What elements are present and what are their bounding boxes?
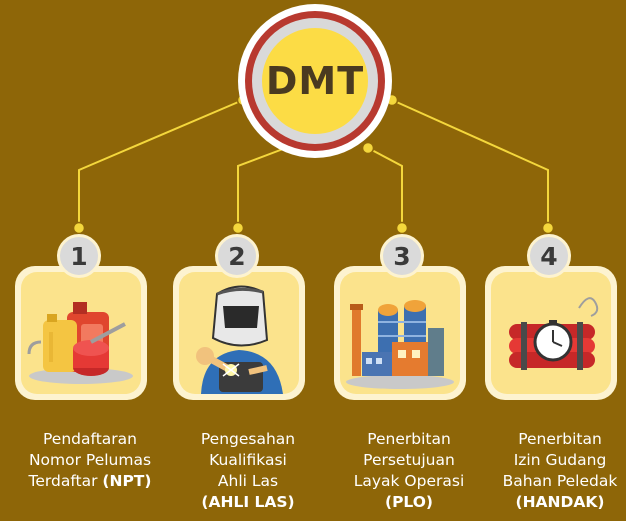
step-1-line-1: Pendaftaran (43, 430, 137, 448)
hub-core: DMT (262, 28, 368, 134)
step-1-badge: 1 (57, 234, 101, 278)
step-2-line-3: Ahli Las (217, 472, 279, 490)
step-3-line-1: Penerbitan (367, 430, 451, 448)
step-2-badge: 2 (215, 234, 259, 278)
step-2-acronym: (AHLI LAS) (201, 493, 295, 511)
step-4-line-1: Penerbitan (518, 430, 602, 448)
step-4-acronym: (HANDAK) (515, 493, 605, 511)
step-4-card (485, 266, 617, 400)
connector-dot (72, 221, 86, 235)
step-4-label: Penerbitan Izin Gudang Bahan Peledak (HA… (473, 429, 626, 513)
dmt-hub: DMT (238, 4, 392, 158)
connector-line-2 (237, 145, 292, 228)
step-3-badge: 3 (380, 234, 424, 278)
step-3-acronym: (PLO) (384, 493, 434, 511)
step-1-acronym: (NPT) (102, 472, 152, 490)
step-1-line-3-text: Terdaftar (28, 472, 103, 490)
connector-line-1 (78, 99, 244, 228)
connector-dot (541, 221, 555, 235)
hub-ring: DMT (245, 11, 385, 151)
step-4-line-3: Bahan Peledak (502, 472, 618, 490)
connector-line-4 (391, 99, 549, 228)
lubricant-oil-cans-icon (21, 272, 141, 394)
step-4-line-2: Izin Gudang (513, 451, 607, 469)
step-3-line-2: Persetujuan (363, 451, 455, 469)
connector-dot (395, 221, 409, 235)
step-1-line-2: Nomor Pelumas (28, 451, 152, 469)
hub-title: DMT (265, 59, 365, 103)
step-3-line-3: Layak Operasi (353, 472, 465, 490)
hub-grey-disc: DMT (252, 18, 378, 144)
step-1-line-3: Terdaftar (NPT) (3, 471, 177, 492)
step-3-label: Penerbitan Persetujuan Layak Operasi (PL… (322, 429, 496, 513)
step-3-card (334, 266, 466, 400)
step-2-label: Pengesahan Kualifikasi Ahli Las (AHLI LA… (161, 429, 335, 513)
dynamite-timer-icon (491, 272, 611, 394)
step-2-line-1: Pengesahan (200, 430, 296, 448)
welder-icon (179, 272, 299, 394)
step-4-badge: 4 (527, 234, 571, 278)
step-2-line-2: Kualifikasi (209, 451, 287, 469)
step-1-label: Pendaftaran Nomor Pelumas Terdaftar (NPT… (3, 429, 177, 492)
step-1-card (15, 266, 147, 400)
connector-dot (231, 221, 245, 235)
connector-line-3 (367, 147, 403, 228)
step-2-card (173, 266, 305, 400)
connector-dot (361, 141, 375, 155)
industrial-plant-icon (340, 272, 460, 394)
